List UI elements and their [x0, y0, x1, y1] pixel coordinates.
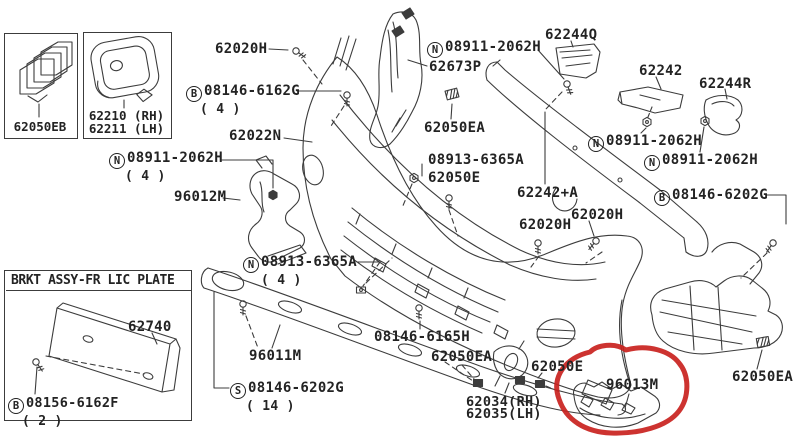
label-62050EA-top: 62050EA [424, 120, 486, 136]
highlight-circle-96013m [554, 342, 690, 436]
part-96012m-absorber [247, 155, 307, 265]
label-62050EA-bottom-center: 62050EA [431, 349, 493, 365]
inset-box-lamp-bracket [83, 32, 172, 139]
label-62050E-mid: 62050E [428, 170, 481, 186]
circled-B-icon: B [8, 398, 24, 414]
label-62673P: 62673P [429, 59, 482, 75]
inset-box-clips [4, 33, 78, 139]
part-62034-bracket [492, 340, 529, 387]
label-62740: 62740 [128, 319, 172, 335]
quantity: ( 4 ) [200, 102, 241, 117]
label-62244Q: 62244Q [545, 27, 598, 43]
quantity: ( 4 ) [261, 273, 302, 288]
part-fascia-corner-strip [332, 35, 357, 71]
label-62020H-mid1: 62020H [519, 217, 572, 233]
label-62244R: 62244R [699, 76, 752, 92]
circled-B-icon: B [654, 190, 670, 206]
circled-S-icon: S [230, 383, 246, 399]
label-62242A: 62242+A [517, 185, 579, 201]
label-08913-6365A-mid: 08913-6365A [428, 152, 525, 168]
part-number: 08146-6202G [248, 380, 345, 396]
part-number: 08911-2062H [127, 150, 224, 166]
part-62673p-bracket [369, 7, 423, 149]
label-62210-rh: 62210 (RH) [88, 108, 165, 123]
part-side-stay [650, 241, 783, 355]
quantity: ( 14 ) [246, 399, 295, 414]
part-number: 08156-6162F [26, 395, 119, 411]
label-62034-RH: 62034(RH) [466, 394, 542, 410]
label-62242: 62242 [639, 63, 683, 79]
part-license-bracket [32, 302, 181, 395]
circled-N-icon: N [109, 153, 125, 169]
part-62242a-crossmember [485, 59, 709, 257]
part-62242-bracket [617, 86, 684, 114]
circled-B-icon: B [186, 86, 202, 102]
clip-icons [444, 87, 771, 389]
quantity: ( 4 ) [125, 169, 166, 184]
circled-N-icon: N [588, 136, 604, 152]
quantity: ( 2 ) [22, 414, 63, 429]
inset-box-license-bracket [4, 270, 192, 421]
label-62050E-bottom: 62050E [531, 359, 584, 375]
screw-icons [239, 47, 777, 320]
part-number: 08146-6162G [204, 83, 301, 99]
label-08146-6165H: 08146-6165H [374, 329, 471, 345]
part-number: 08913-6365A [261, 254, 358, 270]
part-number: 08146-6202G [672, 187, 769, 203]
nut-icons [268, 115, 710, 294]
label-62020H-top: 62020H [215, 41, 268, 57]
part-96013m-bracket [573, 381, 661, 428]
label-62050EB: 62050EB [13, 119, 67, 134]
label-96011M: 96011M [249, 348, 302, 364]
leader-lines [213, 40, 787, 409]
label-62035-LH: 62035(LH) [466, 406, 542, 422]
label-62020H-mid2: 62020H [571, 207, 624, 223]
label-62050EA-bottom-right: 62050EA [732, 369, 794, 385]
circled-N-icon: N [644, 155, 660, 171]
label-62211-lh: 62211 (LH) [88, 121, 165, 136]
circled-N-icon: N [243, 257, 259, 273]
part-62244q-bracket [555, 43, 601, 79]
part-number: 08911-2062H [445, 39, 542, 55]
label-62022N: 62022N [229, 128, 282, 144]
part-62244r-bracket [703, 94, 743, 136]
part-number: 08911-2062H [606, 133, 703, 149]
label-96013M: 96013M [606, 377, 659, 393]
license-box-title: BRKT ASSY-FR LIC PLATE [6, 271, 192, 291]
circled-N-icon: N [427, 42, 443, 58]
part-lamp-finisher [90, 36, 160, 109]
part-number: 08911-2062H [662, 152, 759, 168]
part-clip-stack [19, 41, 73, 118]
label-96012M: 96012M [174, 189, 227, 205]
part-bumper-fascia [302, 56, 643, 399]
